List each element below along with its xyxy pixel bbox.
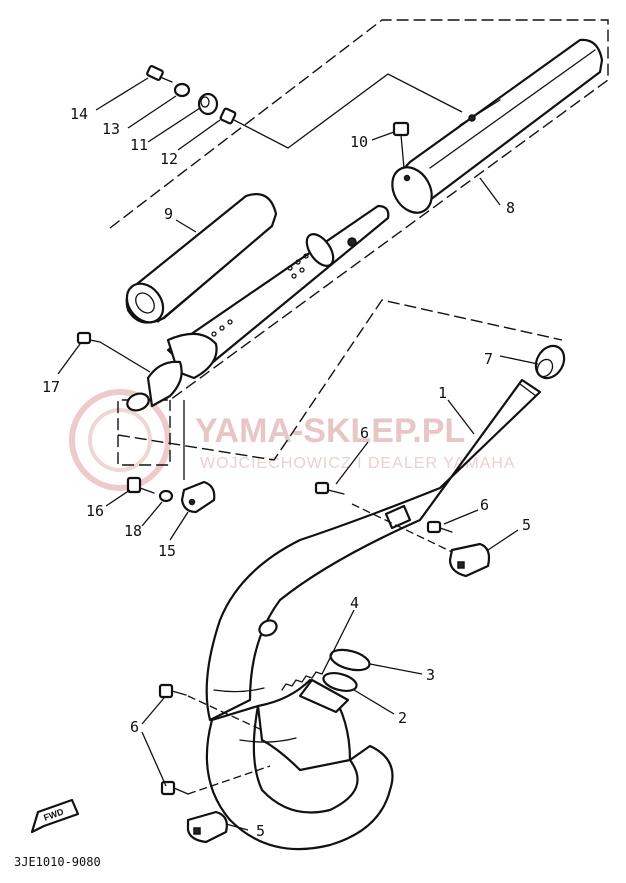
watermark-title: YAMA-SKLEP.PL [195,412,465,450]
silencer-bolt [392,121,410,169]
bolt-6-lower-a [158,683,187,699]
callout-6-lower: 6 [130,718,139,736]
callout-15: 15 [158,542,176,560]
damper-5-right [448,542,491,578]
silencer-packing [125,193,278,324]
callout-5-lower: 5 [256,822,265,840]
callout-6-top: 6 [360,424,369,442]
callout-16: 16 [86,502,104,520]
callout-6-right: 6 [480,496,489,514]
silencer-group-outline [109,19,609,466]
silencer-inner-pipe [166,204,390,378]
damper-15 [180,480,216,514]
fwd-arrow-icon: FWD [30,798,80,834]
damper-5-lower [186,810,228,844]
bolt-6-top [314,481,345,495]
exhaust-group-outline [117,299,563,461]
collar-bolt-16 [126,476,155,494]
watermark-logo [69,389,171,491]
callout-11: 11 [130,136,148,154]
silencer-end-cap [126,332,218,412]
collar-leader [233,73,463,149]
washer-18 [158,489,174,503]
callouts: 1 2 3 4 5 5 6 6 6 7 8 9 10 11 12 13 14 1… [42,105,531,840]
callout-10: 10 [350,133,368,151]
grommet [197,92,219,116]
callout-17: 17 [42,378,60,396]
leader-lines [57,77,539,831]
exhaust-pipe [205,378,542,851]
callout-9: 9 [164,205,173,223]
watermark: YAMA-SKLEP.PL WOJCIECHOWICZ I DEALER YAM… [69,389,516,491]
exhaust-gasket [322,672,358,692]
callout-8: 8 [506,199,515,217]
callout-14: 14 [70,105,88,123]
bolt-6-right [426,520,453,534]
bolt-6-lower-b [160,780,189,796]
callout-5-right: 5 [522,516,531,534]
washer [173,82,191,98]
exhaust-seal [534,344,566,380]
silencer-body [391,38,604,214]
diagram-code: 3JE1010-9080 [14,855,101,869]
callout-3: 3 [426,666,435,684]
exhaust-spring [281,671,323,691]
watermark-subtitle: WOJCIECHOWICZ I DEALER YAMAHA [200,455,516,472]
end-cap-bolt [76,331,101,345]
callout-12: 12 [160,150,178,168]
callout-2: 2 [398,709,407,727]
collar [219,107,237,125]
callout-1: 1 [438,384,447,402]
callout-4: 4 [350,594,359,612]
o-ring [329,648,371,672]
callout-18: 18 [124,522,142,540]
callout-13: 13 [102,120,120,138]
callout-7: 7 [484,350,493,368]
mount-bolt [146,65,173,83]
